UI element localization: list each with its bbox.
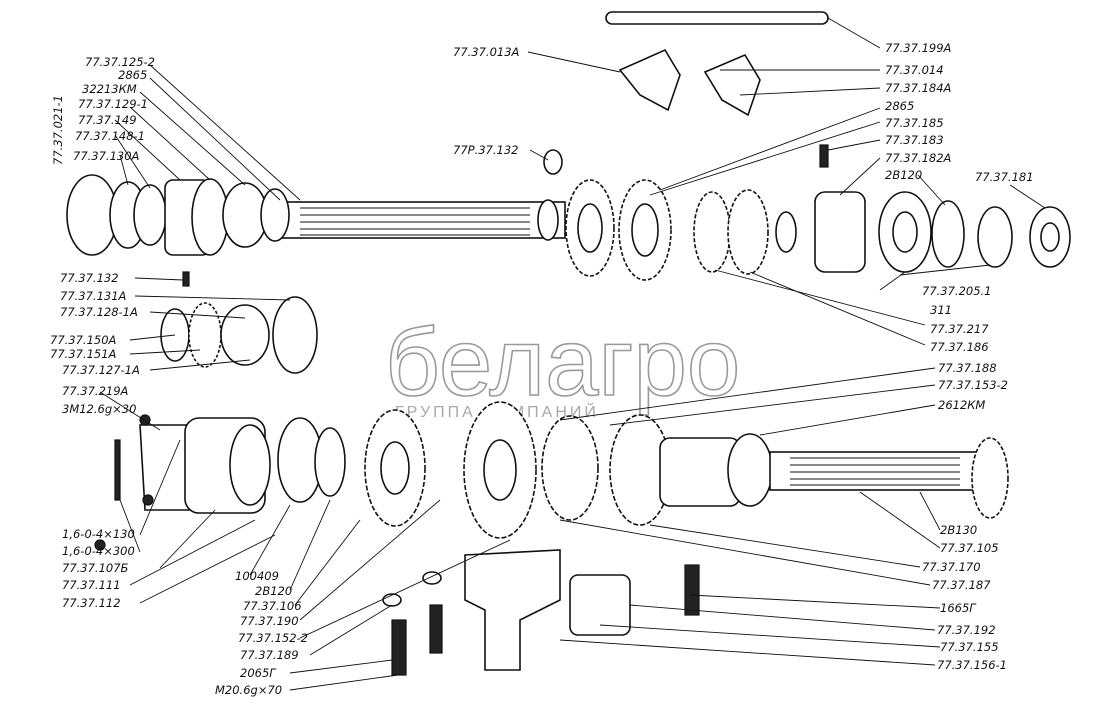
lower-shaft-assembly (94, 401, 1009, 676)
label-2612KM: 2612КМ (938, 398, 985, 412)
label-77-37-188: 77.37.188 (938, 361, 997, 375)
label-77-37-130A: 77.37.130А (73, 149, 140, 163)
upper-shaft-splines (300, 207, 530, 236)
label-77-37-170: 77.37.170 (922, 560, 981, 574)
label-77P-37-132: 77Р.37.132 (453, 143, 518, 157)
label-77-37-217: 77.37.217 (930, 322, 989, 336)
label-77-37-151A: 77.37.151А (50, 347, 117, 361)
label-77-37-131A: 77.37.131А (60, 289, 127, 303)
label-1665G: 1665Г (940, 601, 977, 615)
fork-rod (605, 11, 829, 25)
label-77-37-153-2: 77.37.153-2 (938, 378, 1008, 392)
part-labels: 77.37.199А 77.37.013А 77.37.014 77.37.18… (50, 41, 1034, 697)
bolt-1665G (684, 564, 700, 616)
label-M20-6g-70: М20.6g×70 (215, 683, 282, 697)
label-77-37-111: 77.37.111 (62, 578, 121, 592)
shift-fork-2 (703, 53, 761, 117)
label-77-37-150A: 77.37.150А (50, 333, 117, 347)
label-77-37-187: 77.37.187 (932, 578, 991, 592)
label-32213KM: 32213КМ (82, 82, 137, 96)
lock-washer (977, 206, 1013, 268)
label-77-37-186: 77.37.186 (930, 340, 989, 354)
pin-77-37-183 (819, 144, 829, 168)
label-77-37-129-1: 77.37.129-1 (78, 97, 148, 111)
gear-upper-3 (693, 191, 731, 273)
label-77-37-192: 77.37.192 (937, 623, 996, 637)
label-77-37-199A: 77.37.199А (885, 41, 952, 55)
label-100409: 100409 (235, 569, 279, 583)
upper-shaft-assembly (66, 11, 1071, 281)
label-77-37-184A: 77.37.184А (885, 81, 952, 95)
label-77-37-205-1: 77.37.205.1 (922, 284, 992, 298)
label-2865-left: 2865 (118, 68, 147, 82)
label-77-37-125-2: 77.37.125-2 (85, 55, 155, 69)
lower-shaft-splines (790, 457, 960, 486)
plug (543, 149, 563, 175)
label-77-37-185: 77.37.185 (885, 116, 944, 130)
bracket (464, 549, 561, 671)
label-2B120-upper: 2В120 (885, 168, 922, 182)
bolt (429, 604, 443, 654)
label-77-37-106: 77.37.106 (243, 599, 302, 613)
label-77-37-190: 77.37.190 (240, 614, 299, 628)
bolt-M20 (391, 619, 407, 676)
label-77-37-152-2: 77.37.152-2 (238, 631, 308, 645)
gear-upper-4 (727, 189, 769, 275)
shift-fork-1 (618, 48, 681, 112)
label-77-37-014: 77.37.014 (885, 63, 944, 77)
label-77-37-105: 77.37.105 (940, 541, 999, 555)
upper-shaft (279, 201, 566, 239)
label-3M12-6g-30: 3М12.6g×30 (62, 402, 136, 416)
label-77-37-132: 77.37.132 (60, 271, 119, 285)
label-77-37-148-1: 77.37.148-1 (75, 129, 145, 143)
label-77-37-127-1A: 77.37.127-1А (62, 363, 140, 377)
label-77-37-189: 77.37.189 (240, 648, 299, 662)
label-77-37-112: 77.37.112 (62, 596, 121, 610)
gear-lower-3 (541, 415, 599, 521)
label-77-37-013A: 77.37.013А (453, 45, 520, 59)
middle-left-assembly (160, 271, 318, 374)
watermark-brand: белагро (385, 309, 740, 416)
label-2B120-lower: 2В120 (255, 584, 292, 598)
label-1-6-0-4-300: 1,6-0-4×300 (62, 544, 135, 558)
label-2B130: 2В130 (940, 523, 977, 537)
label-77-37-149: 77.37.149 (78, 113, 137, 127)
bearing-2612KM (727, 433, 773, 507)
label-77-37-183: 77.37.183 (885, 133, 944, 147)
label-2065G: 2065Г (240, 666, 277, 680)
pinion-teeth (971, 437, 1009, 519)
label-311: 311 (930, 303, 952, 317)
label-77-37-219A: 77.37.219А (62, 384, 129, 398)
label-77-37-128-1A: 77.37.128-1А (60, 305, 138, 319)
leader-lines (99, 17, 1046, 691)
watermark: белагро ГРУППА КОМПАНИЙ (384, 308, 741, 421)
label-77-37-156-1: 77.37.156-1 (937, 658, 1007, 672)
large-ring (272, 296, 318, 374)
label-77-37-181: 77.37.181 (975, 170, 1034, 184)
label-77-37-021-1: 77.37.021-1 (51, 95, 65, 165)
label-2865-right: 2865 (885, 99, 914, 113)
pin (114, 439, 121, 501)
label-1-6-0-4-130: 1,6-0-4×130 (62, 527, 135, 541)
label-77-37-155: 77.37.155 (940, 640, 999, 654)
label-77-37-182A: 77.37.182А (885, 151, 952, 165)
bearing-cup-right (814, 191, 866, 273)
label-77-37-107B: 77.37.107Б (62, 561, 129, 575)
